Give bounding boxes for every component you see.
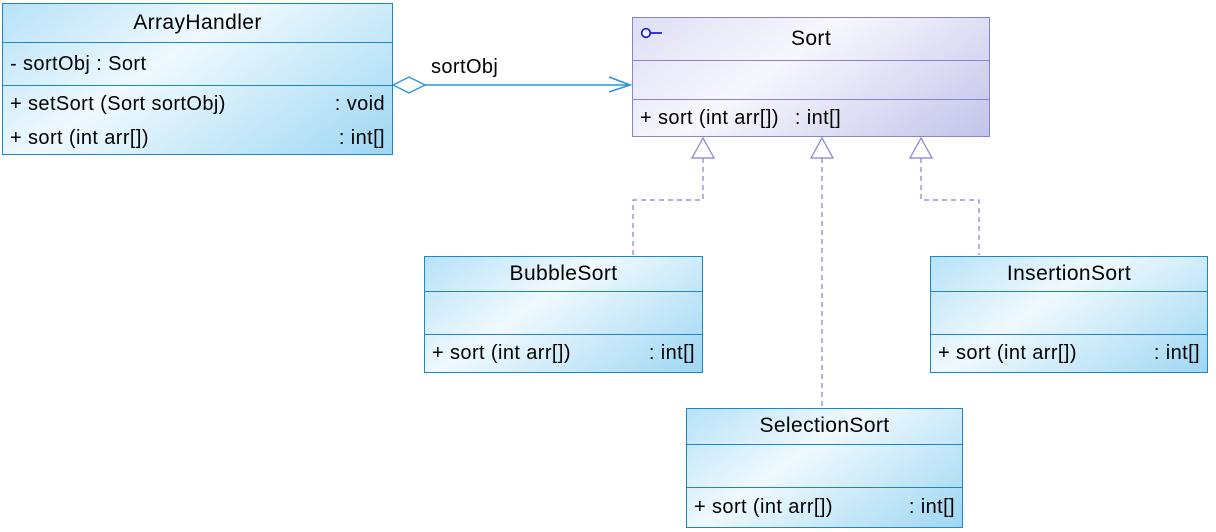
methods-compartment: + sort (int arr[]) : int[]: [633, 99, 989, 137]
realization-connector-bubblesort-sort: [632, 136, 716, 255]
open-arrowhead-icon: [608, 76, 633, 93]
class-name-selectionsort: SelectionSort: [759, 414, 890, 437]
realization-dashed-line: [920, 158, 980, 255]
class-name-arrayhandler: ArrayHandler: [133, 11, 262, 34]
class-box-arrayhandler: ArrayHandler - sortObj : Sort + setSort …: [2, 3, 393, 155]
interface-lollipop-icon: [640, 27, 662, 39]
method-signature: + sort (int arr[]): [640, 107, 779, 129]
class-box-insertionsort: InsertionSort + sort (int arr[]) : int[]: [930, 256, 1208, 373]
method-return-type: : int[]: [338, 127, 385, 149]
method-signature: + setSort (Sort sortObj): [10, 93, 226, 115]
attributes-compartment: [425, 291, 702, 334]
method-return-type: : int[]: [794, 107, 842, 129]
methods-compartment: + setSort (Sort sortObj) : void + sort (…: [3, 85, 392, 155]
class-name-sort: Sort: [633, 18, 989, 60]
class-box-selectionsort: SelectionSort + sort (int arr[]) : int[]: [686, 408, 963, 528]
class-name-bubblesort: BubbleSort: [509, 262, 618, 285]
aggregation-connector-arrayhandler-sort: [391, 76, 633, 94]
class-name-insertionsort: InsertionSort: [1006, 262, 1132, 285]
method-signature: + sort (int arr[]): [694, 496, 833, 518]
method-setsort: + setSort (Sort sortObj) : void: [3, 87, 392, 121]
attributes-compartment: [931, 291, 1207, 334]
association-label-sortobj: sortObj: [431, 56, 499, 78]
methods-compartment: + sort (int arr[]) : int[]: [425, 334, 702, 372]
method-signature: + sort (int arr[]): [10, 127, 149, 149]
methods-compartment: + sort (int arr[]) : int[]: [687, 487, 962, 527]
method-sort: + sort (int arr[]) : int[]: [3, 121, 392, 155]
aggregation-diamond-icon: [391, 76, 427, 94]
class-name-text: Sort: [790, 27, 832, 50]
class-box-bubblesort: BubbleSort + sort (int arr[]) : int[]: [424, 256, 703, 373]
class-box-sort: Sort + sort (int arr[]) : int[]: [632, 17, 990, 137]
methods-compartment: + sort (int arr[]) : int[]: [931, 334, 1207, 372]
realization-connector-selectionsort-sort: [809, 136, 835, 407]
generalization-triangle-icon: [908, 136, 934, 159]
generalization-triangle-icon: [809, 136, 835, 159]
realization-dashed-line: [632, 158, 704, 255]
method-sort: + sort (int arr[]) : int[]: [425, 335, 702, 372]
generalization-triangle-icon: [690, 136, 716, 159]
method-signature: + sort (int arr[]): [432, 342, 571, 364]
attributes-compartment: [687, 444, 962, 487]
attributes-compartment: - sortObj : Sort: [3, 42, 392, 85]
attribute-sortobj: - sortObj : Sort: [10, 53, 147, 75]
method-sort: + sort (int arr[]) : int[]: [687, 488, 962, 527]
method-sort: + sort (int arr[]) : int[]: [931, 335, 1207, 372]
realization-connector-insertionsort-sort: [908, 136, 980, 255]
method-sort: + sort (int arr[]) : int[]: [633, 100, 989, 137]
method-return-type: : int[]: [648, 342, 695, 364]
method-return-type: : int[]: [908, 496, 955, 518]
method-signature: + sort (int arr[]): [938, 342, 1077, 364]
attributes-compartment: [633, 60, 989, 99]
method-return-type: : void: [334, 93, 385, 115]
method-return-type: : int[]: [1153, 342, 1200, 364]
